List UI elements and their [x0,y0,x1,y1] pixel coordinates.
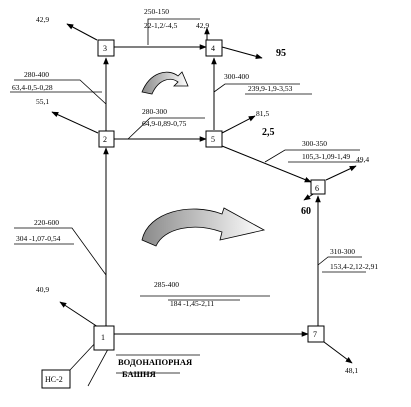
pipe-5-6-bottom: 105,3-1,09-1,49 [302,152,350,161]
pipe-4-5-bottom: 239,9-1,9-3,53 [248,84,293,93]
demand-arrow-3 [66,23,98,41]
demand-arrow-1 [59,301,99,328]
node-ns2-label: НС-2 [45,375,63,384]
tower-label-line1: ВОДОНАПОРНАЯ [118,357,192,367]
demand-6: 49,4 [356,155,369,164]
pipe-1-7-top: 285-400 [154,280,179,289]
node-7 [307,325,325,343]
node-6-label: 6 [315,184,319,193]
pipe-5-6 [221,145,312,183]
node-4-label: 4 [211,44,215,53]
pipe-1-2-top: 220-600 [34,218,59,227]
demand-5: 81,5 [256,109,269,118]
demand-4: 42,9 [196,21,209,30]
demand-3: 42,9 [36,15,49,24]
pipe-1-2-bottom: 304 -1,07-0,54 [16,234,61,243]
node-5-label: 5 [211,135,215,144]
demand-arrow-6 [325,165,357,181]
pipe-2-5-bottom: 64,9-0,89-0,75 [142,119,187,128]
pipe-2-3-bottom: 63,4-0,5-0,28 [12,83,53,92]
circulation-arrow-upper [141,71,189,95]
pipe-1-7-bottom: 184 -1,45-2,11 [170,299,214,308]
node-2-label: 2 [103,135,107,144]
demand-4-big: 95 [276,48,286,59]
pipe-5-6-top: 300-350 [302,139,327,148]
demand-5-big: 2,5 [262,127,275,138]
node-6 [310,179,326,195]
demand-2: 55,1 [36,97,49,106]
pipe-6-7-top: 310-300 [330,247,355,256]
pipe-4-5-top: 300-400 [224,72,249,81]
node-1 [93,325,115,351]
demand-arrow-7 [323,341,353,364]
demand-arrow-4b [221,46,263,60]
pipe-3-4-bottom: 22-1,2/-4,5 [144,21,178,30]
pipe-3-4-top: 250-150 [144,7,169,16]
node-1-label: 1 [101,333,105,342]
node-ns2 [41,369,71,389]
pipe-2-5-top: 280-300 [142,107,167,116]
demand-arrow-5 [221,115,256,134]
pipe-2-3-top: 280-400 [24,70,49,79]
tower-label-line2: БАШНЯ [122,369,156,379]
demand-6-big: 60 [301,206,311,217]
demand-arrow-2 [51,111,99,134]
circulation-arrow-lower [141,207,266,247]
ns2-link-a [69,339,99,371]
demand-7: 48,1 [345,366,358,375]
demand-1: 40,9 [36,285,49,294]
node-2 [98,130,115,148]
node-3-label: 3 [103,44,107,53]
node-4 [205,39,223,57]
node-5 [205,130,223,148]
pipe-6-7-bottom: 153,4-2,12-2,91 [330,262,378,271]
node-7-label: 7 [313,330,317,339]
node-3 [97,39,115,57]
